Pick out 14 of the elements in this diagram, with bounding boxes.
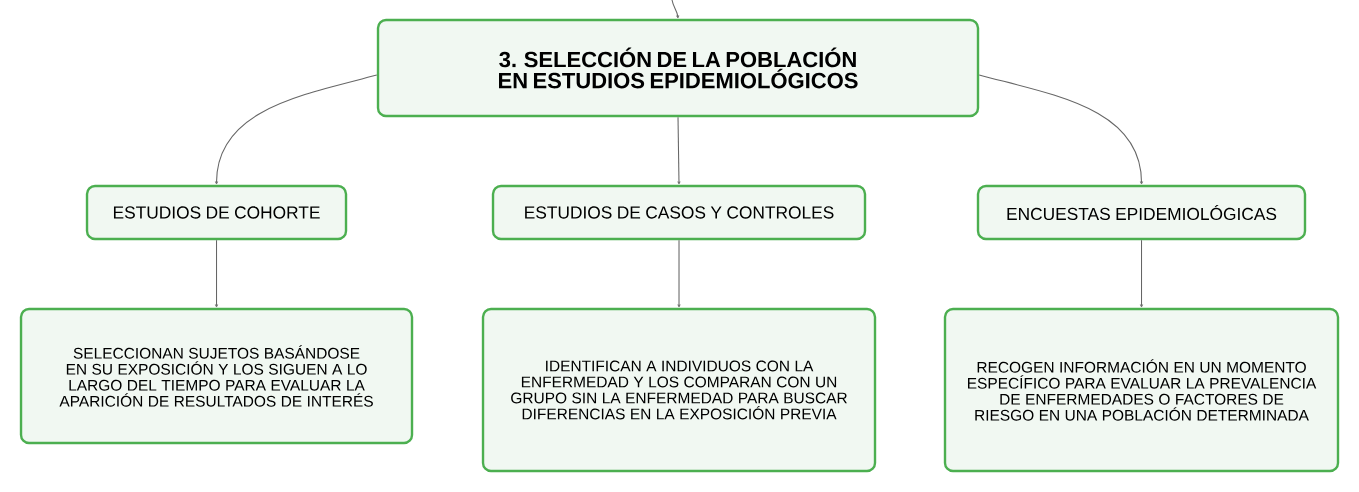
description-box: RECOGEN INFORMACIÓN EN UN MOMENTO ESPECÍFICO PARA EVALUAR LA PREVALENCIA DE ENFERMEDADES O FACTORES DE RIESGO EN UNA POBLACIÓN DETERMINADA: [943, 307, 1340, 473]
arrow: [978, 74, 1143, 185]
arrow: [215, 239, 219, 308]
topic-box: 3. SELECCIÓN DE LA POBLACIÓN EN ESTUDIOS EPIDEMIOLÓGICOS: [376, 18, 980, 118]
arrow: [215, 74, 378, 185]
arrow: [1140, 239, 1143, 308]
category-box: ENCUESTAS EPIDEMIOLÓGICAS: [976, 184, 1307, 241]
arrow: [677, 116, 681, 185]
category-box: ESTUDIOS DE CASOS Y CONTROLES: [491, 184, 867, 241]
arrow: [677, 239, 681, 308]
arrow: [671, 0, 680, 19]
description-box: IDENTIFICAN A INDIVIDUOS CON LA ENFERMEDAD Y LOS COMPARAN CON UN GRUPO SIN LA ENFERMEDAD PARA BUSCAR DIFERENCIAS EN LA EXPOSICIÓN PREVIA: [481, 307, 877, 473]
category-box: ESTUDIOS DE COHORTE: [85, 184, 348, 241]
description-box: SELECCIONAN SUJETOS BASÁNDOSE EN SU EXPOSICIÓN Y LOS SIGUEN A LO LARGO DEL TIEMPO PARA EVALUAR LA APARICIÓN DE RESULTADOS DE INTERÉS: [19, 307, 414, 445]
